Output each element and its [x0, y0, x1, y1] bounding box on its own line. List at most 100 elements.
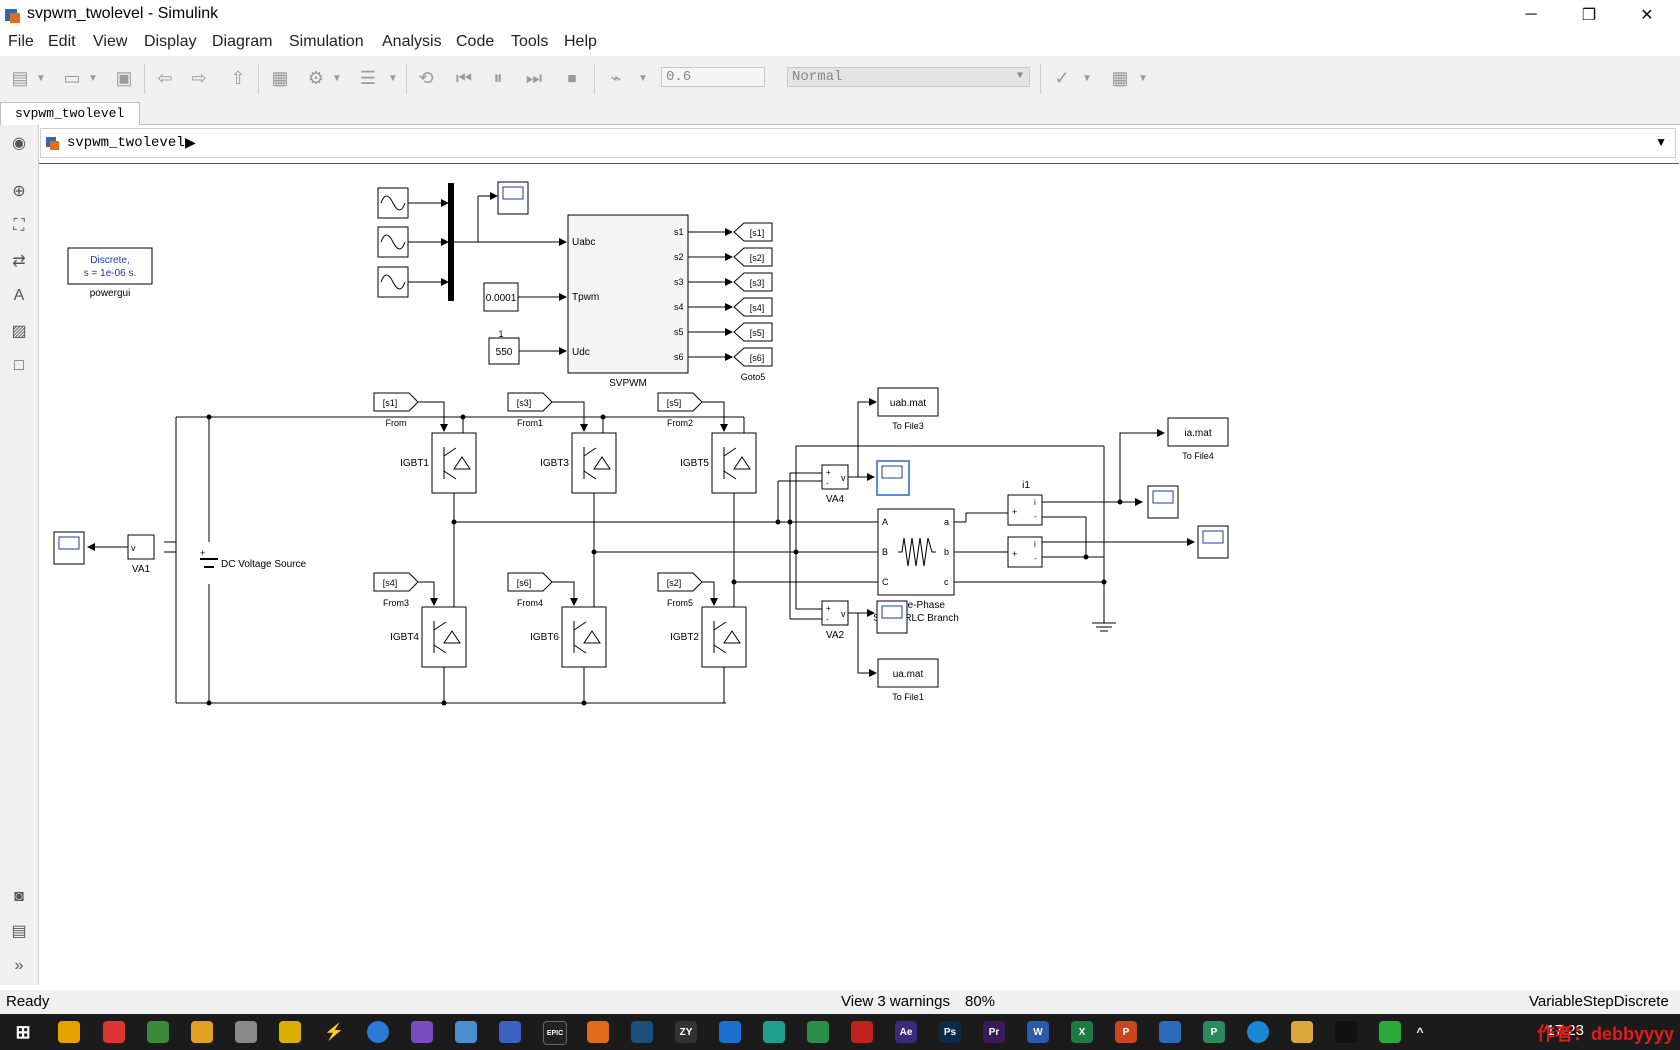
breadcrumb[interactable]: svpwm_twolevel: [67, 135, 185, 151]
hide-browser-icon[interactable]: ◉: [12, 135, 26, 152]
shield-app-icon[interactable]: [58, 1021, 80, 1043]
from-block[interactable]: [373, 392, 419, 412]
lightning-icon[interactable]: ⚡: [324, 1024, 344, 1041]
goto-block[interactable]: [733, 347, 773, 367]
check-icon[interactable]: ✓: [1054, 67, 1070, 88]
current-measurement-block[interactable]: +i-: [1007, 536, 1043, 568]
igbt-block[interactable]: IGBT1: [400, 432, 477, 494]
menu-code[interactable]: Code: [456, 33, 495, 50]
igbt-block[interactable]: IGBT5: [680, 432, 757, 494]
ae-icon[interactable]: Ae: [895, 1021, 917, 1043]
expand-icon[interactable]: »: [14, 957, 24, 974]
igbt-block[interactable]: IGBT3: [540, 432, 617, 494]
menu-analysis[interactable]: Analysis: [382, 33, 442, 50]
excel-icon[interactable]: X: [1071, 1021, 1093, 1043]
app-icon[interactable]: [763, 1021, 785, 1043]
to-file-block[interactable]: uab.mat To File3: [877, 387, 939, 431]
diagram-canvas[interactable]: Discrete, s = 1e-06 s. powergui 0.0001 1…: [39, 163, 1679, 986]
scope-block[interactable]: [1147, 485, 1179, 519]
epic-games-icon[interactable]: EPIC: [543, 1021, 567, 1045]
svpwm-subsystem[interactable]: Uabc Tpwm Udc s1 s2 s3 s4 s5 s6 SVPWM: [567, 214, 689, 389]
chevron-down-icon[interactable]: ▼: [388, 72, 398, 84]
va4-voltage-measurement[interactable]: +- v VA4: [821, 464, 849, 505]
tpwm-constant-block[interactable]: 0.0001: [483, 282, 519, 312]
save-icon[interactable]: ▣: [115, 67, 133, 88]
ps-icon[interactable]: Ps: [939, 1021, 961, 1043]
status-warnings[interactable]: View 3 warnings: [841, 993, 950, 1010]
udc-constant-block[interactable]: 550: [488, 337, 520, 365]
zoom-icon[interactable]: ⊕: [12, 183, 26, 200]
igbt-block[interactable]: IGBT4: [390, 606, 467, 668]
chevron-down-icon[interactable]: ▼: [88, 72, 98, 84]
powerpoint-icon[interactable]: P: [1115, 1021, 1137, 1043]
wechat-icon[interactable]: [1379, 1021, 1401, 1043]
chevron-down-icon[interactable]: ▼: [332, 72, 342, 84]
scope-block[interactable]: [1197, 525, 1229, 559]
annotation-icon[interactable]: A: [13, 287, 25, 304]
app-icon[interactable]: [103, 1021, 125, 1043]
chevron-down-icon[interactable]: ▼: [1138, 72, 1148, 84]
igbt-block[interactable]: IGBT6: [530, 606, 607, 668]
app-icon[interactable]: [279, 1021, 301, 1043]
library-browser-icon[interactable]: ▦: [271, 67, 289, 88]
pdf-icon[interactable]: [851, 1021, 873, 1043]
goto-block[interactable]: [733, 222, 773, 242]
three-phase-rlc-branch[interactable]: A B C a b c Three-Phase Series RLC Branc…: [873, 508, 959, 624]
close-button[interactable]: ✕: [1640, 7, 1654, 24]
step-forward-icon[interactable]: ⏭: [525, 67, 543, 88]
from-block[interactable]: [657, 572, 703, 592]
arrows-icon[interactable]: ⇄: [12, 253, 26, 270]
menu-tools[interactable]: Tools: [511, 33, 549, 50]
fit-to-view-icon[interactable]: ⛶: [13, 217, 25, 234]
sine-wave-block[interactable]: [377, 187, 409, 219]
to-file-block[interactable]: ua.mat To File1: [877, 658, 939, 702]
chevron-down-icon[interactable]: ▼: [36, 72, 46, 84]
app-icon[interactable]: ZY: [675, 1021, 697, 1043]
app-icon[interactable]: [499, 1021, 521, 1043]
folder-icon[interactable]: [1291, 1021, 1313, 1043]
mux-block[interactable]: [448, 183, 454, 301]
image-icon[interactable]: ▨: [11, 323, 27, 340]
steam-icon[interactable]: [631, 1021, 653, 1043]
tray-chevron-up-icon[interactable]: ^: [1416, 1025, 1424, 1039]
igbt-block[interactable]: IGBT2: [670, 606, 747, 668]
menu-file[interactable]: File: [8, 33, 34, 50]
menu-view[interactable]: View: [93, 33, 128, 50]
model-browser-icon[interactable]: ▤: [11, 923, 27, 940]
goto-block[interactable]: [733, 322, 773, 342]
model-explorer-icon[interactable]: ☰: [359, 67, 377, 88]
scope-block[interactable]: [497, 181, 529, 215]
from-block[interactable]: [373, 572, 419, 592]
app-icon[interactable]: [191, 1021, 213, 1043]
menu-diagram[interactable]: Diagram: [212, 33, 273, 50]
from-block[interactable]: [507, 572, 553, 592]
step-back-icon[interactable]: ⏮: [455, 67, 473, 88]
current-measurement-block[interactable]: +i-: [1007, 494, 1043, 526]
app-icon[interactable]: [807, 1021, 829, 1043]
refresh-icon[interactable]: ⟲: [418, 67, 434, 88]
powergui-block[interactable]: Discrete, s = 1e-06 s. powergui: [67, 247, 153, 299]
chevron-down-icon[interactable]: ▼: [638, 72, 648, 84]
scope-block[interactable]: [876, 460, 910, 496]
goto-block[interactable]: [733, 272, 773, 292]
menu-simulation[interactable]: Simulation: [289, 33, 364, 50]
goto-block[interactable]: [733, 247, 773, 267]
open-folder-icon[interactable]: ▭: [63, 67, 81, 88]
scope-block[interactable]: [53, 531, 85, 565]
pause-icon[interactable]: ⏸: [493, 67, 503, 88]
build-icon[interactable]: ▦: [1111, 67, 1129, 88]
windows-start-icon[interactable]: ⊞: [15, 1021, 31, 1042]
from-block[interactable]: [657, 392, 703, 412]
app-icon[interactable]: [411, 1021, 433, 1043]
tab-svpwm-twolevel[interactable]: svpwm_twolevel: [0, 102, 140, 125]
matlab-icon[interactable]: [587, 1021, 609, 1043]
from-block[interactable]: [507, 392, 553, 412]
dc-voltage-source[interactable]: + DC Voltage Source: [200, 548, 306, 570]
new-model-icon[interactable]: ▤: [11, 67, 29, 88]
scope-block[interactable]: [876, 600, 908, 634]
camera-icon[interactable]: ◙: [14, 888, 24, 905]
forward-arrow-icon[interactable]: ⇨: [191, 67, 207, 88]
goto-block[interactable]: [733, 297, 773, 317]
stop-time-input[interactable]: 0.6: [661, 67, 765, 87]
word-icon[interactable]: W: [1027, 1021, 1049, 1043]
